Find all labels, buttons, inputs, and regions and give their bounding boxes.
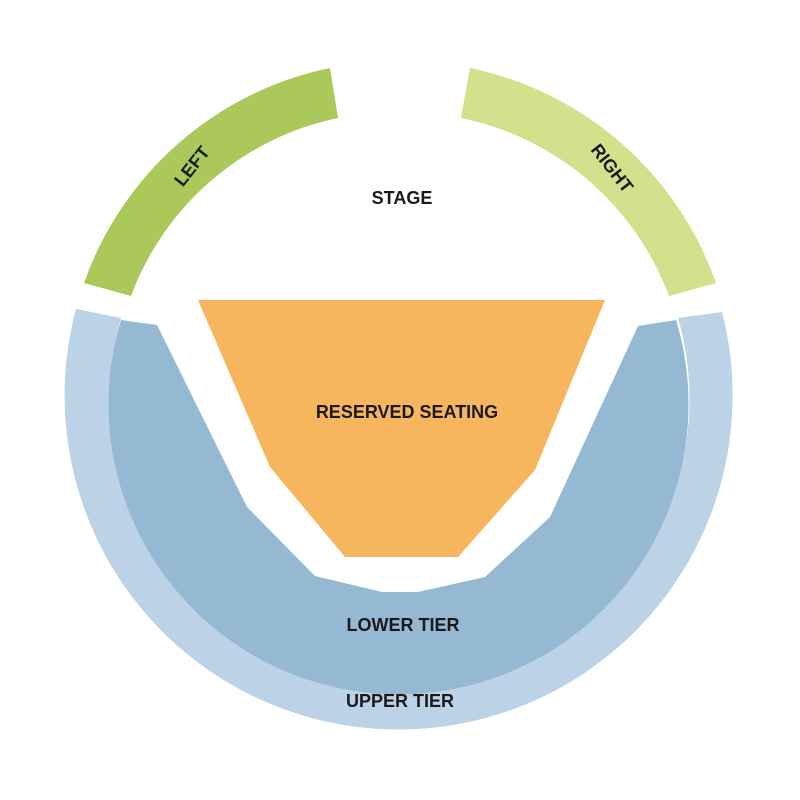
lower-tier-section[interactable] — [108, 320, 689, 695]
lower-tier-label: LOWER TIER — [347, 615, 460, 635]
left-section[interactable] — [84, 68, 338, 296]
stage-label: STAGE — [372, 188, 433, 208]
right-section[interactable] — [461, 68, 716, 296]
upper-tier-label: UPPER TIER — [346, 691, 454, 711]
reserved-seating-section[interactable] — [198, 300, 605, 557]
reserved-seating-label: RESERVED SEATING — [316, 402, 498, 422]
